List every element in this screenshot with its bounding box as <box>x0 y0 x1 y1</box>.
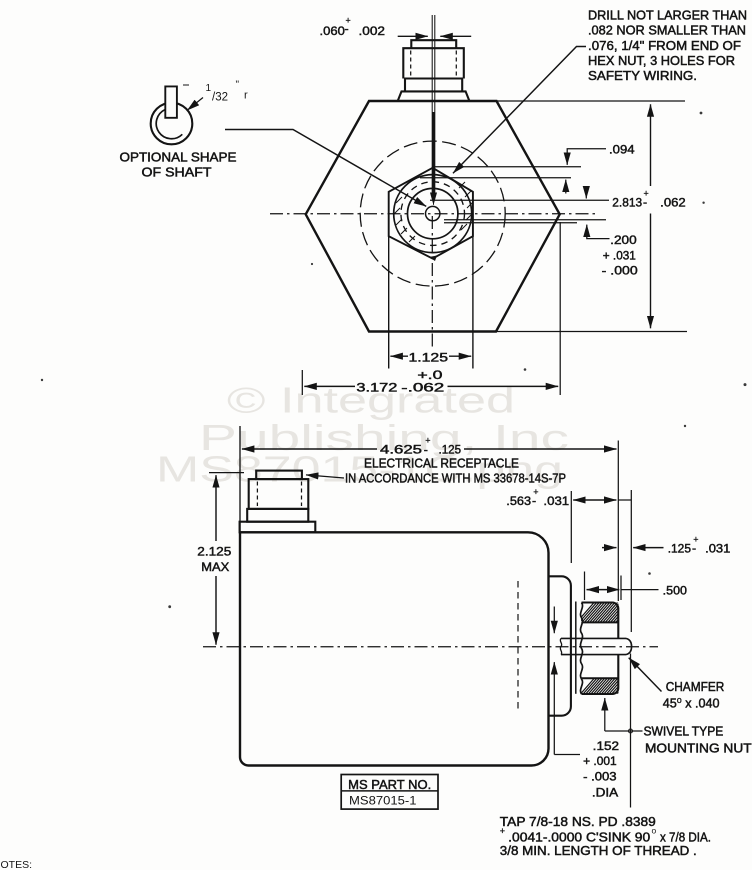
svg-text:o: o <box>652 826 657 836</box>
svg-text:2.125: 2.125 <box>197 545 231 559</box>
svg-text:.082 NOR SMALLER THAN: .082 NOR SMALLER THAN <box>588 24 746 38</box>
svg-text:SWIVEL TYPE: SWIVEL TYPE <box>644 725 724 739</box>
svg-text:.DIA: .DIA <box>592 786 619 800</box>
svg-text:.031: .031 <box>705 542 730 556</box>
svg-text:/32: /32 <box>212 92 228 104</box>
svg-text:SAFETY WIRING.: SAFETY WIRING. <box>588 69 697 83</box>
svg-text:3.172: 3.172 <box>356 381 397 395</box>
svg-text:1: 1 <box>206 83 212 94</box>
svg-text:OTES:: OTES: <box>1 859 33 870</box>
svg-text:2.813: 2.813 <box>612 196 642 210</box>
svg-text:MAX: MAX <box>201 560 229 574</box>
svg-text:+: + <box>693 535 698 545</box>
svg-text:45o x .040: 45o x .040 <box>663 695 720 711</box>
svg-text:+ .001: + .001 <box>583 754 617 768</box>
svg-text:.0041-.0000 C'SINK 90: .0041-.0000 C'SINK 90 <box>508 831 650 845</box>
svg-text:+: + <box>644 189 649 199</box>
svg-text:+: + <box>425 436 430 446</box>
svg-text:ELECTRICAL RECEPTACLE: ELECTRICAL RECEPTACLE <box>364 456 519 470</box>
svg-text:x 7/8 DIA.: x 7/8 DIA. <box>660 831 711 845</box>
svg-text:-: - <box>345 22 349 36</box>
svg-text:HEX NUT, 3 HOLES FOR: HEX NUT, 3 HOLES FOR <box>588 54 735 68</box>
svg-text:+ .031: + .031 <box>603 249 636 263</box>
svg-text:TAP 7/8-18 NS. PD .8389: TAP 7/8-18 NS. PD .8389 <box>500 815 656 829</box>
svg-text:OPTIONAL SHAPE: OPTIONAL SHAPE <box>120 151 237 165</box>
svg-text:+: + <box>346 16 351 26</box>
svg-text:CHAMFER: CHAMFER <box>666 680 725 694</box>
svg-text:-: - <box>643 195 647 209</box>
svg-text:.125: .125 <box>668 542 691 556</box>
svg-text:MS87015-1: MS87015-1 <box>349 796 417 808</box>
svg-text:+: + <box>533 487 538 497</box>
svg-text:-.062: -.062 <box>401 381 444 395</box>
svg-text:.002: .002 <box>359 24 386 38</box>
svg-text:1.125: 1.125 <box>409 351 449 365</box>
svg-text:.125: .125 <box>439 442 462 456</box>
svg-text:Publishing, Inc: Publishing, Inc <box>199 417 569 458</box>
svg-text:-: - <box>532 494 536 508</box>
svg-text:.094: .094 <box>609 142 635 156</box>
svg-text:IN ACCORDANCE WITH MS 33678-14: IN ACCORDANCE WITH MS 33678-14S-7P <box>345 471 566 485</box>
svg-text:.200: .200 <box>610 233 637 247</box>
svg-text:MS87015-1C.png: MS87015-1C.png <box>156 449 563 490</box>
svg-text:.062: .062 <box>660 196 686 210</box>
svg-text:3/8 MIN. LENGTH OF THREAD .: 3/8 MIN. LENGTH OF THREAD . <box>500 844 697 858</box>
svg-text:4.625: 4.625 <box>380 442 422 456</box>
svg-text:-: - <box>424 442 428 456</box>
svg-text:.031: .031 <box>543 494 569 508</box>
svg-text:.500: .500 <box>663 584 687 598</box>
svg-text:.152: .152 <box>593 739 619 753</box>
svg-text:+: + <box>500 826 505 836</box>
svg-text:- .003: - .003 <box>583 770 617 784</box>
svg-text:MOUNTING NUT: MOUNTING NUT <box>645 742 752 756</box>
svg-text:-: - <box>692 541 696 555</box>
svg-text:.563: .563 <box>506 494 531 508</box>
svg-text:MS PART NO.: MS PART NO. <box>348 778 431 792</box>
svg-text:OF SHAFT: OF SHAFT <box>142 166 212 180</box>
svg-text:- .000: - .000 <box>602 264 638 278</box>
svg-text:.060: .060 <box>320 24 345 38</box>
svg-text:DRILL NOT LARGER THAN: DRILL NOT LARGER THAN <box>588 9 747 23</box>
svg-text:r: r <box>244 90 248 102</box>
svg-text:": " <box>236 80 240 91</box>
svg-text:.076, 1/4" FROM END OF: .076, 1/4" FROM END OF <box>588 39 741 53</box>
svg-text:+.0: +.0 <box>417 368 442 382</box>
